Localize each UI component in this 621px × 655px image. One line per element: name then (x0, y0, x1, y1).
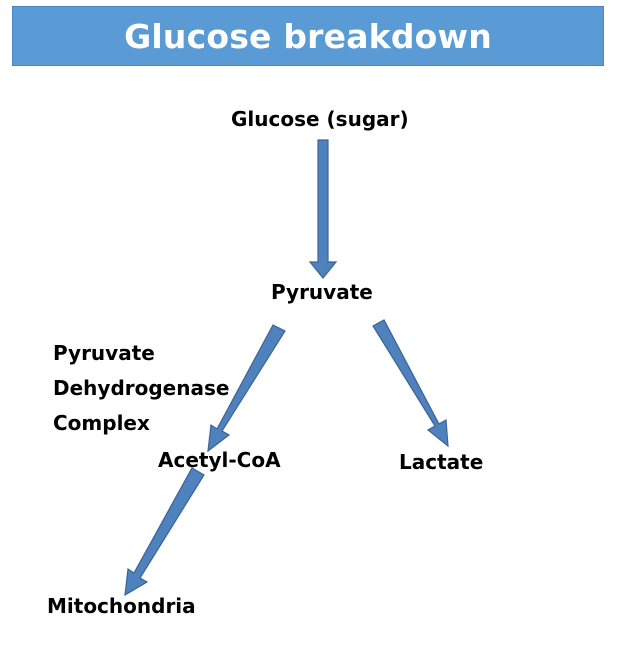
arrow-pyruvate-to-lactate (372, 319, 449, 448)
enzyme-label-line1: Pyruvate (53, 341, 155, 365)
node-lactate: Lactate (399, 450, 484, 474)
enzyme-label: Pyruvate Dehydrogenase Complex (53, 336, 229, 441)
node-acetyl-coa: Acetyl-CoA (158, 448, 281, 472)
enzyme-label-line3: Complex (53, 411, 150, 435)
arrow-glucose-to-pyruvate (308, 139, 338, 279)
node-glucose: Glucose (sugar) (231, 107, 409, 131)
diagram-title: Glucose breakdown (124, 16, 492, 56)
title-banner: Glucose breakdown (12, 6, 604, 66)
arrow-pyruvate-to-acetyl-coa (207, 324, 286, 453)
enzyme-label-line2: Dehydrogenase (53, 376, 230, 400)
node-pyruvate: Pyruvate (271, 280, 373, 304)
node-mitochondria: Mitochondria (47, 594, 196, 618)
arrow-acetyl-coa-to-mitochondria (124, 467, 205, 597)
